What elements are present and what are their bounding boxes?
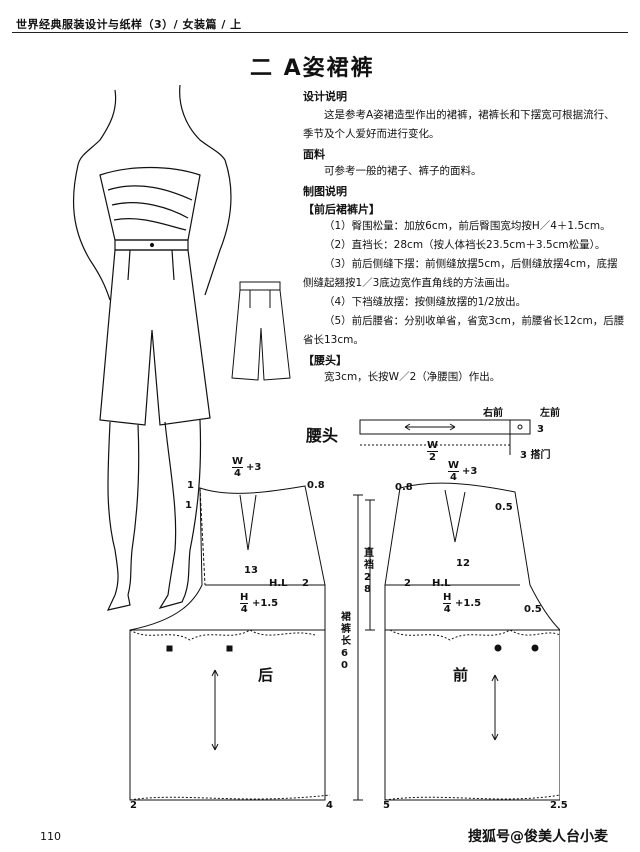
back-plus3: +3 (246, 462, 262, 473)
w-half-fraction: W 2 (427, 440, 439, 463)
back-mark-1b: 1 (185, 500, 192, 511)
page-number: 110 (40, 830, 61, 843)
header-rule (12, 14, 628, 33)
crotch-depth-label: 直裆28 (364, 548, 374, 595)
front-mark-05b: 0.5 (524, 604, 542, 615)
fabric-heading: 面料 (303, 148, 325, 161)
waist-body: 宽3cm，长按W／2（净腰围）作出。 (324, 371, 501, 383)
part-heading: 【前后裙裤片】 (303, 203, 380, 216)
design-heading: 设计说明 (303, 90, 347, 103)
hem-front-side: 2.5 (550, 800, 568, 811)
back-mark-2: 2 (302, 578, 309, 589)
front-mark-05a: 0.5 (495, 502, 513, 513)
front-plus3: +3 (462, 466, 478, 477)
step-3: （3）前后侧缝下摆：前侧缝放摆5cm，后侧缝放摆4cm，底摆侧缝起翘按1／3底边… (303, 258, 618, 289)
waistband-label: 腰头 (306, 426, 339, 445)
back-w4-fraction: W 4 (232, 456, 244, 479)
left-front-label: 左前 (540, 408, 560, 419)
back-mark-08: 0.8 (307, 480, 325, 491)
back-hl: H.L (269, 578, 288, 589)
hem-back-inner: 4 (326, 800, 333, 811)
back-piece-label: 后 (258, 666, 274, 684)
step-2: （2）直裆长：28cm（按人体裆长23.5cm＋3.5cm松量）。 (324, 239, 606, 251)
step-4: （4）下裆缝放摆：按侧缝放摆的1/2放出。 (324, 296, 527, 308)
right-front-label: 右前 (483, 408, 503, 419)
front-mark-08: 0.8 (395, 482, 413, 493)
front-piece-label: 前 (453, 666, 469, 684)
front-mark-2: 2 (404, 578, 411, 589)
fabric-body: 可参考一般的裙子、裤子的面料。 (324, 165, 482, 177)
waist-heading: 【腰头】 (303, 354, 347, 367)
length-label: 裙裤长60 (341, 612, 351, 671)
front-hl: H.L (432, 578, 451, 589)
running-title: 世界经典服装设计与纸样（3）/ 女装篇 / 上 (16, 18, 242, 31)
waist-width-label: 3 (537, 424, 544, 435)
back-mark-1a: 1 (187, 480, 194, 491)
design-body: 这是参考A姿裙造型作出的裙裤，裙裤长和下摆宽可根据流行、季节及个人爱好而进行变化… (303, 109, 615, 140)
back-plus15: +1.5 (252, 598, 279, 609)
overlap-label: 3 搭门 (520, 450, 551, 461)
figure-illustration (72, 84, 232, 611)
pattern-draft (129, 482, 560, 801)
front-w4-fraction: W 4 (448, 460, 460, 483)
step-5: （5）前后腰省：分别收单省，省宽3cm，前腰省长12cm，后腰省长13cm。 (303, 315, 625, 346)
back-view-sketch (231, 281, 291, 381)
text-column: 设计说明 这是参考A姿裙造型作出的裙裤，裙裤长和下摆宽可根据流行、季节及个人爱好… (303, 88, 625, 387)
drafting-heading: 制图说明 (303, 185, 347, 198)
back-h4-fraction: H 4 (240, 592, 249, 615)
step-1: （1）臀围松量：加放6cm，前后臀围宽均按H／4＋1.5cm。 (324, 220, 611, 232)
section-title: 二 A姿裙裤 (250, 56, 375, 81)
waistband-diagram (359, 419, 531, 455)
hem-back-side: 2 (130, 800, 137, 811)
front-h4-fraction: H 4 (443, 592, 452, 615)
hem-front-inner: 5 (383, 800, 390, 811)
front-dart-length: 12 (456, 558, 470, 569)
front-plus15: +1.5 (455, 598, 482, 609)
watermark: 搜狐号@俊美人台小麦 (468, 829, 608, 845)
back-dart-length: 13 (244, 565, 258, 576)
